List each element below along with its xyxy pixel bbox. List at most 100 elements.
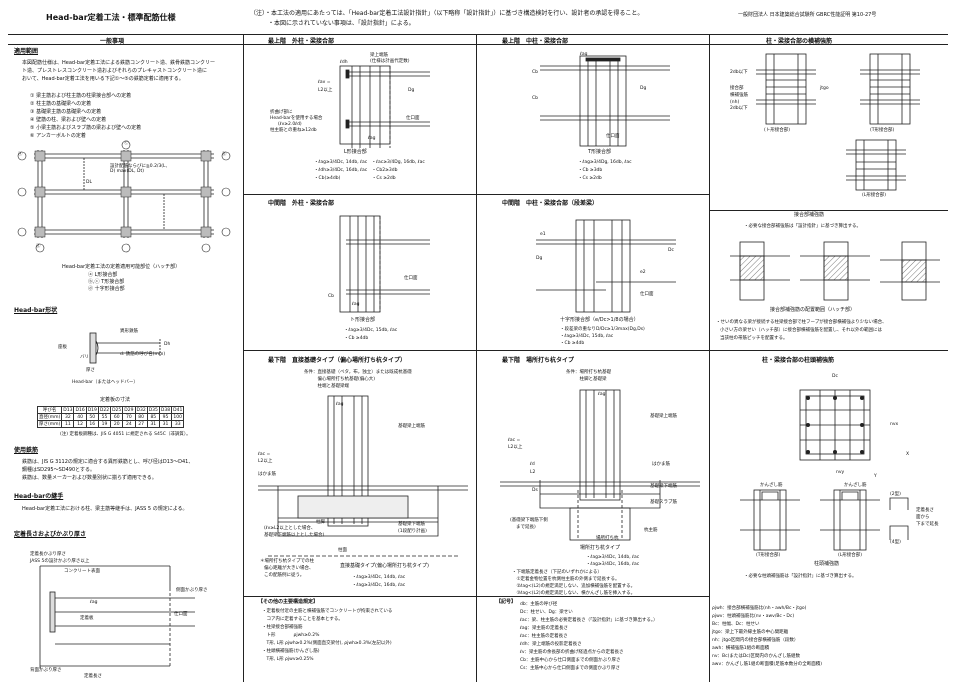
- mid-ext-formula-2: ・Cb ≥4db: [344, 336, 369, 341]
- col3-top-title: 最上階 中柱・梁接合部: [502, 38, 569, 45]
- pile-formula-2: ・ℓag≥3/4Dc, 16db, ℓac: [586, 562, 640, 567]
- col2-top-title: 最上階 外柱・梁接合部: [268, 38, 335, 45]
- cover-label-h: 定着長さ: [84, 674, 102, 679]
- column-head-plan-diagram: [799, 389, 871, 461]
- base-label-d: L2以上: [258, 459, 273, 464]
- table-cell: 27: [134, 420, 148, 428]
- cover-label-d: 側面かぶり厚さ: [176, 588, 208, 593]
- col-head-subtitle: 柱頭補強筋: [814, 561, 840, 567]
- base-label-h: 基礎梁下端筋以上とした場合): [264, 533, 325, 538]
- shape-label-thick: 厚さ: [86, 368, 95, 373]
- symbol-line-6: ℓdh：梁上端筋の投影定着長さ: [520, 642, 582, 647]
- col4-symbol-2: ρjwv：柱頭補強筋比(nv・awv/Bc・Dc): [712, 614, 795, 619]
- joint-reinforcement-title: 接合部補強筋: [794, 212, 825, 218]
- rebar-title: 使用鉄筋: [14, 447, 39, 454]
- mid-int-label-d: e2: [640, 270, 646, 275]
- other-rule-6: ・柱頭横補強筋(かんざし筋): [262, 649, 320, 654]
- symbol-line-2: Dc：柱せい、Dg：梁せい: [520, 610, 573, 615]
- pile-label-g: 基礎スラブ筋: [650, 500, 677, 505]
- pile-label-m: L2: [530, 470, 536, 475]
- table-cell: 11: [61, 420, 75, 428]
- base-note-2: 偏心距離が大きい場合、: [264, 566, 314, 571]
- pile-label-e: はかま筋: [652, 462, 670, 467]
- row-divider-1: [243, 194, 709, 195]
- hoop-label-g: (T形接合部): [870, 128, 895, 133]
- table-cell: 直径(mm): [36, 413, 63, 421]
- mid-exterior-joint-diagram: [339, 215, 430, 313]
- table-cell: 40: [73, 413, 87, 421]
- table-cell: 33: [171, 420, 185, 428]
- mid-ext-formula-1: ・ℓag≥3/4Dc, 15db, ℓac: [344, 328, 398, 333]
- top-interior-joint-diagram: [540, 55, 670, 147]
- hoop-label-d: (nh): [730, 100, 740, 105]
- other-rule-2: コア内に定着することを基本とする。: [262, 617, 343, 622]
- col-head-caption-t: (T形接合部): [756, 553, 781, 558]
- scope-text-1: 本図配筋仕様は、Head-bar定着工法による鉄筋コンクリート造、鉄骨鉄筋コンク…: [22, 60, 216, 66]
- col4-divider-1: [709, 210, 948, 211]
- shape-label-head: 異形鉄筋: [120, 329, 138, 334]
- header-note-1: （注）・本工法の適用にあたっては、「Head-bar定着工法設計指針」（以下略称…: [250, 10, 644, 17]
- table-cell: 31: [158, 420, 173, 428]
- hatch-note-2: 小さい方の梁せい（ハッチ部）に接合部横補強筋を配置し、それ以外の範囲には: [720, 328, 882, 333]
- col-head-label-a: Dc: [832, 374, 838, 379]
- mid-int-caption: 十字形接合部（e/Dc>1/8の場合）: [560, 317, 639, 323]
- cover-label-f: 仕口面: [174, 612, 188, 617]
- pile-cond-1: 条件：場所打ち杭基礎: [566, 370, 611, 375]
- cover-diagram: [39, 565, 195, 668]
- top-ext-label-j: 柱主筋との重ね≥12db: [270, 128, 317, 133]
- top-ext-label-k: 仕口面: [406, 116, 420, 121]
- row-divider-2: [243, 350, 709, 351]
- table-header-cell: D25: [110, 406, 124, 414]
- hatch-note-1: ・せいの異なる梁が接続する柱梁接合部で柱フープが接合部横補強より少ない場合、: [716, 320, 887, 325]
- symbol-line-7: ℓv：梁主筋の余長部の折曲げ経過点からの定着長さ: [520, 650, 624, 655]
- header-note-2: ・本図に示されていない事項は、「設計指針」による。: [268, 20, 415, 27]
- kanzashi-anchor-1: 定着長さ: [916, 508, 934, 513]
- table-cell: 16: [85, 420, 99, 428]
- other-rule-5: T形, L形 ρjwh≥0.2%(側面直交梁付), ρjwh≥0.3%(左記以外…: [262, 641, 392, 646]
- plan-note: 設計配筋ならびに≧0.2/3(L, D) max(DL, Dt): [110, 164, 167, 175]
- joint-hoop-diagram-3: [846, 139, 906, 191]
- top-ext-label-d: ℓav =: [318, 80, 331, 85]
- table-header-cell: D29: [122, 406, 136, 414]
- col-head-label-c: nvy: [836, 470, 845, 475]
- scope-item-5: ⑤ 小梁主筋およびスラブ筋の梁および壁への定着: [30, 125, 142, 131]
- pile-label-j: まで延長): [516, 525, 536, 530]
- certification: 一般財団法人 日本建築総合試験所 GBRC性能証明 第10-27号: [738, 12, 877, 18]
- joint-reinforcement-note: ・必要な接合部補強筋は「設計指針」に基づき算出する。: [744, 224, 861, 229]
- table-row: 呼び名 D13 D16 D19 D22 D25 D29 D32 D35 D38 …: [36, 406, 185, 414]
- pile-label-h: 杭主筋: [644, 528, 658, 533]
- pile-note-2: ①定着金物位置を杭側柱主筋の外側まで延長する。: [512, 577, 620, 582]
- other-rules-title: 【その他の主要構造規定】: [258, 599, 319, 605]
- plan-dl: DL: [86, 180, 92, 185]
- base-note-1: ＊場所打ち杭タイプでの柱: [260, 559, 314, 564]
- direct-foundation-diagram: [258, 395, 468, 557]
- pile-note-4: ③ℓag<(L2)の規定満足しない、横かんざし筋を挿入する。: [512, 591, 636, 596]
- table-header-cell: D41: [171, 406, 185, 414]
- base-formula-2: ・ℓag≥3/4Dc, 16db, ℓac: [352, 583, 406, 588]
- size-table: 呼び名 D13 D16 D19 D22 D25 D29 D32 D35 D38 …: [36, 406, 185, 428]
- top-ext-label-h: Head-barを使用する場合: [270, 116, 323, 121]
- pile-label-f: 基礎梁下端筋: [650, 484, 677, 489]
- shape-label-bar: バリ: [80, 355, 89, 360]
- table-header-cell: D38: [158, 406, 173, 414]
- table-header-cell: D19: [85, 406, 99, 414]
- top-int-label-c: Cb: [532, 96, 538, 101]
- head-bar-diagram: [89, 332, 161, 364]
- mid-int-formula-1: ・段差梁の重なりD/Dc≥1/3max(Dg,Ds): [560, 327, 645, 332]
- size-table-note: (注) 定着板鋼種は、JIS G 4051 に規定される S45C（非調質）。: [60, 432, 191, 437]
- table-cell: 55: [97, 413, 112, 421]
- table-cell: 20: [110, 420, 124, 428]
- pile-note-1: ・下端筋定着長さ（下記のいずれかによる）: [512, 570, 602, 575]
- hoop-label-c: 横補強筋: [730, 93, 748, 98]
- table-cell: 32: [61, 413, 75, 421]
- table-header-cell: D16: [73, 406, 87, 414]
- col4-symbol-6: awh：横補強筋1組の断面積: [712, 646, 770, 651]
- plan-label-a1: ⓐ: [18, 152, 23, 157]
- pile-label-c: ℓac =: [508, 438, 521, 443]
- col4-top-title: 柱・梁接合部の横補強筋: [766, 38, 833, 45]
- col4-symbol-5: nh：jtgo区間内の接合部横補強筋（段数）: [712, 638, 799, 643]
- symbols-title: 【記号】: [496, 599, 517, 605]
- mid-int-formula-3: ・Cb ≥4db: [560, 341, 585, 346]
- pile-label-k: 場所打ち杭: [596, 536, 619, 541]
- pile-note-3: ②ℓag<(L2)の規定満足しない、追加横補強筋を配置する。: [512, 584, 636, 589]
